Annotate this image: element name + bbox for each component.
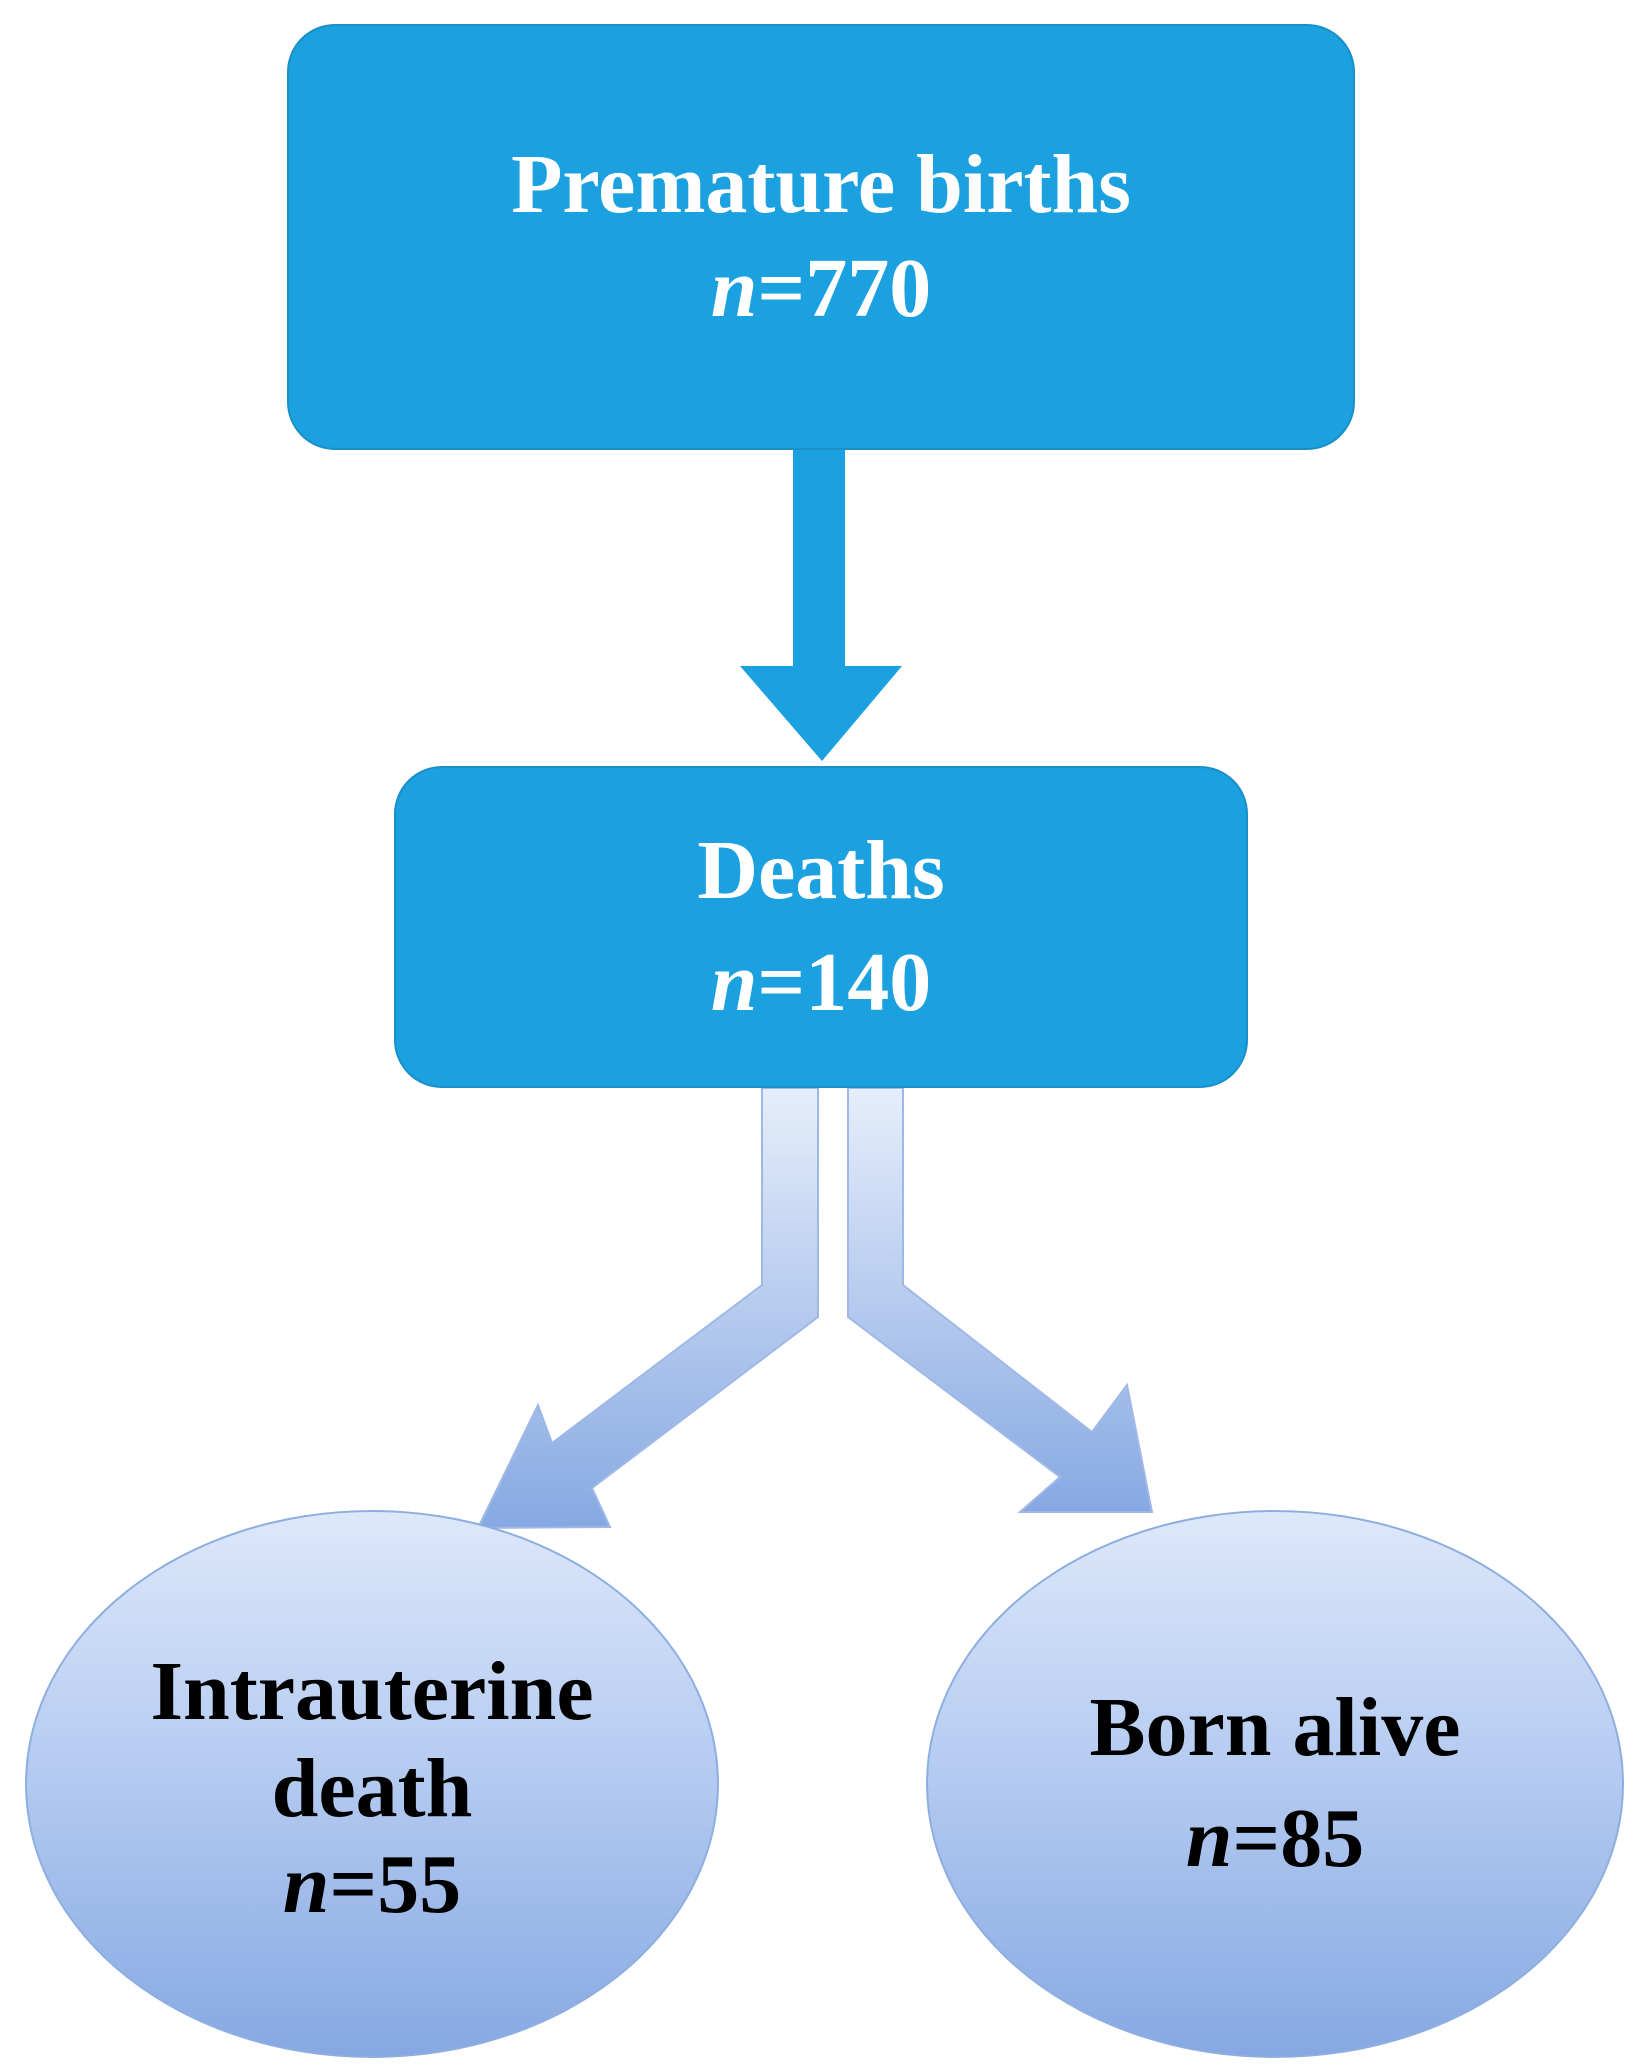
n-value: =55 [329, 1838, 462, 1932]
node-title: Intrauterine death [150, 1645, 594, 1835]
n-value: =140 [757, 936, 932, 1029]
node-count: n=770 [710, 242, 932, 335]
node-intrauterine-death: Intrauterine death n=55 [25, 1510, 719, 2058]
node-count: n=55 [283, 1837, 462, 1934]
arrow-premature-to-deaths [740, 450, 902, 761]
node-premature-births: Premature births n=770 [287, 24, 1355, 450]
n-value: =85 [1232, 1792, 1365, 1885]
n-symbol: n [1185, 1792, 1233, 1885]
n-value: =770 [757, 242, 932, 335]
n-symbol: n [282, 1838, 330, 1932]
node-title: Born alive [1089, 1681, 1461, 1775]
node-title: Premature births [511, 137, 1131, 231]
arrow-deaths-to-intrauterine [476, 1087, 819, 1530]
node-born-alive: Born alive n=85 [926, 1510, 1624, 2058]
n-symbol: n [710, 242, 758, 335]
node-count: n=140 [710, 936, 932, 1029]
node-deaths: Deaths n=140 [394, 766, 1248, 1088]
n-symbol: n [710, 936, 758, 1029]
arrow-deaths-to-born-alive [847, 1087, 1154, 1513]
node-count: n=85 [1186, 1791, 1365, 1888]
node-title: Deaths [697, 823, 945, 917]
